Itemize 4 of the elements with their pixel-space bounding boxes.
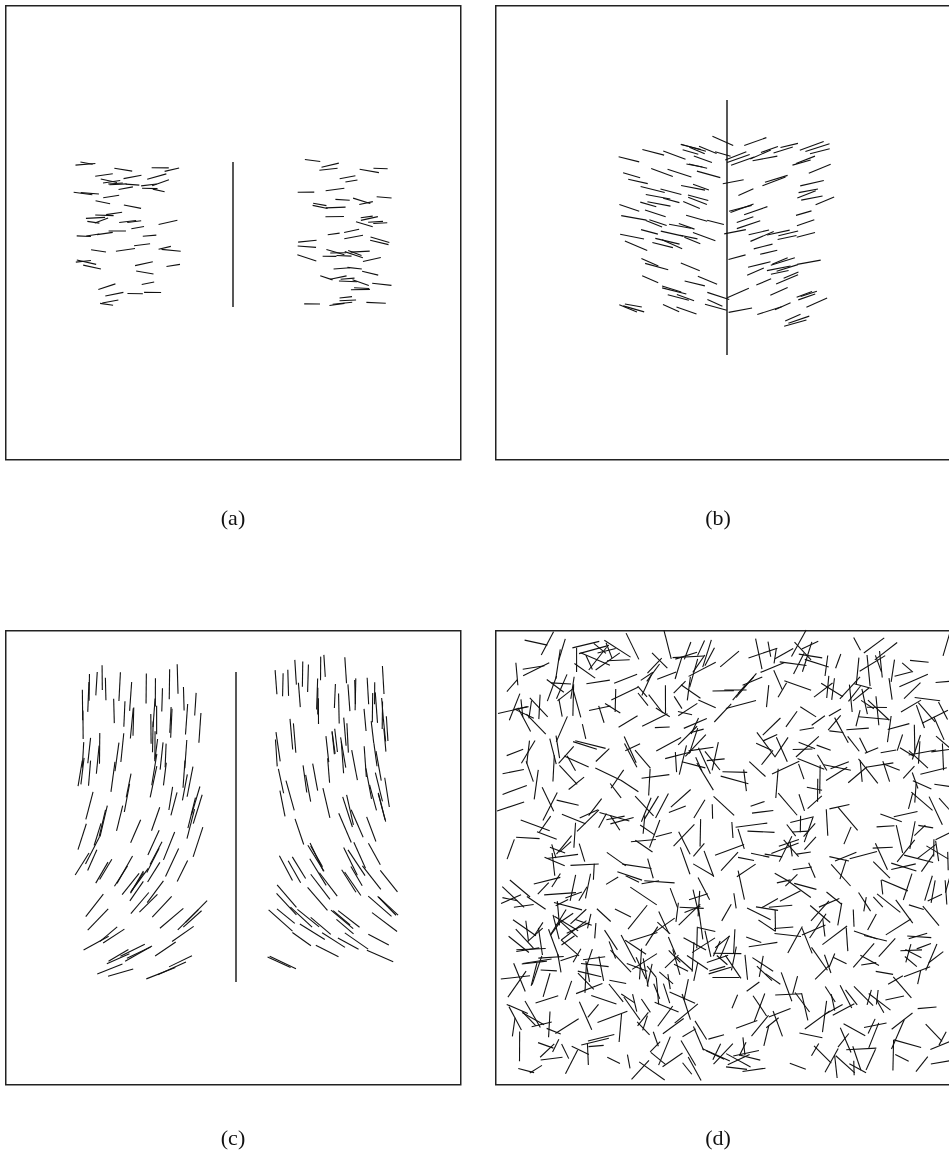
panel-caption: (c)	[220, 1125, 246, 1151]
panel-caption: (d)	[705, 1125, 731, 1151]
panel-caption: (b)	[705, 505, 731, 531]
panel-caption: (a)	[220, 505, 246, 531]
